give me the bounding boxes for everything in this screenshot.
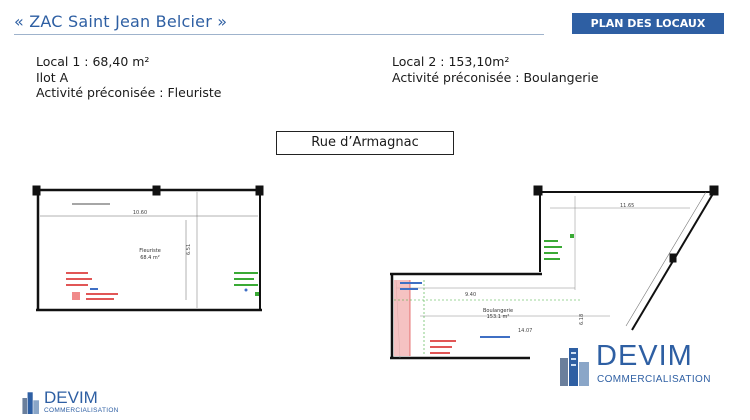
plan-1-room-area: 68.4 m² [140, 255, 160, 261]
logo-name: DEVIM [596, 340, 693, 372]
street-label: Rue d’Armagnac [276, 131, 454, 155]
logo-subtitle: COMMERCIALISATION [597, 374, 711, 385]
plan-2-room-area: 153.1 m² [487, 314, 510, 320]
devim-logo-small: DEVIM COMMERCIALISATION [22, 388, 142, 418]
title-underline [14, 34, 544, 35]
local-1-activity: Activité préconisée : Fleuriste [36, 85, 222, 100]
plan-2-top-dimension: 11.65 [620, 203, 634, 209]
local-1-ilot: Ilot A [36, 69, 69, 85]
floor-plan-local-1: 10.60 6.51 Fleuriste 68.4 m² [32, 185, 264, 312]
plan-2-mid-dimension: 9.40 [465, 292, 476, 298]
plan-2-room-name: Boulangerie [483, 308, 513, 314]
local-2-area: Local 2 : 153,10m² [392, 54, 510, 69]
devim-logo-large: DEVIM COMMERCIALISATION [560, 340, 730, 390]
plan-2-bottom-dimension: 14.07 [518, 328, 532, 334]
plan-2-side-dimension: 6.18 [579, 314, 585, 325]
buildings-icon [560, 348, 589, 386]
plan-1-width-dimension: 10.60 [133, 210, 147, 216]
plan-des-locaux-badge: PLAN DES LOCAUX [572, 13, 724, 34]
floor-plan-local-2: 11.65 9.40 14.07 6.18 Boulangerie 153.1 … [390, 185, 719, 360]
buildings-icon [22, 392, 39, 414]
page-title: « ZAC Saint Jean Belcier » [14, 12, 228, 31]
logo-name: DEVIM [44, 388, 98, 407]
plan-1-room-name: Fleuriste [139, 248, 161, 254]
logo-subtitle: COMMERCIALISATION [44, 407, 119, 414]
local-1-area: Local 1 : 68,40 m² [36, 54, 150, 69]
local-1-info: Local 1 : 68,40 m² Ilot A Activité préco… [36, 54, 221, 101]
local-2-info: Local 2 : 153,10m² Activité préconisée :… [392, 54, 599, 85]
local-2-activity: Activité préconisée : Boulangerie [392, 69, 599, 85]
plan-1-depth-dimension: 6.51 [186, 244, 192, 255]
